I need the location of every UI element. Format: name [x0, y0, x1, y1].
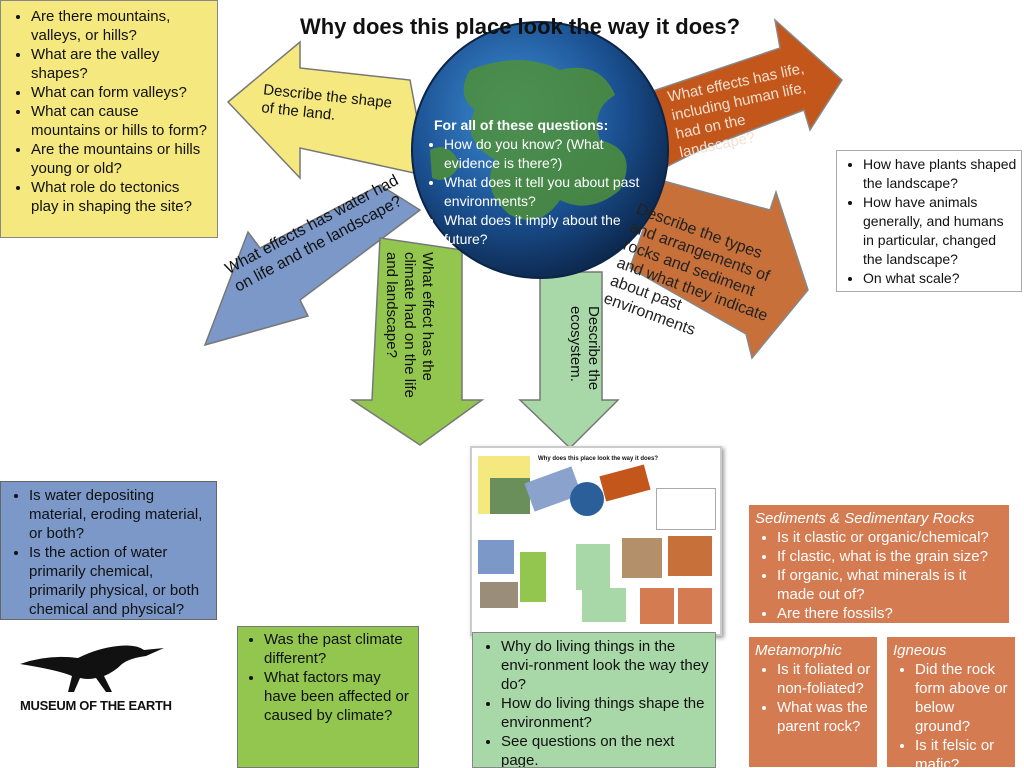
- arrow-label-ecosystem: Describe the ecosystem.: [567, 306, 602, 391]
- list-item: On what scale?: [863, 269, 1017, 288]
- climate-questions-box: Was the past climate different? What fac…: [237, 626, 419, 768]
- list-item: How do living things shape the environme…: [501, 694, 711, 732]
- list-item: If organic, what minerals is it made out…: [777, 566, 1005, 604]
- museum-logo-text: MUSEUM OF THE EARTH: [20, 698, 172, 713]
- arrow-rocks: [629, 179, 809, 360]
- metamorphic-heading: Metamorphic: [755, 642, 842, 659]
- igneous-heading: Igneous: [893, 642, 947, 659]
- living-things-box: Why do living things in the envi-ronment…: [472, 632, 716, 768]
- igneous-question-list: Did the rock form above or below ground?…: [893, 660, 1011, 767]
- sediments-question-list: Is it clastic or organic/chemical? If cl…: [755, 528, 1005, 623]
- dinosaur-icon: [20, 645, 164, 692]
- list-item: What does it tell you about past environ…: [444, 173, 654, 211]
- list-item: See questions on the next page.: [501, 732, 711, 767]
- arrow-ecosystem: [518, 271, 620, 450]
- landforms-questions-box: Are there mountains, valleys, or hills? …: [0, 0, 218, 238]
- list-item: What factors may have been affected or c…: [264, 668, 414, 725]
- list-item: What are the valley shapes?: [31, 45, 211, 83]
- list-item: How have animals generally, and humans i…: [863, 193, 1017, 269]
- metamorphic-question-list: Is it foliated or non-foliated? What was…: [755, 660, 873, 736]
- globe-questions-box: For all of these questions: How do you k…: [424, 116, 654, 248]
- list-item: Is the action of water primarily chemica…: [29, 543, 212, 619]
- list-item: What was the parent rock?: [777, 698, 873, 736]
- arrow-climate: [349, 237, 485, 446]
- plants-question-list: How have plants shaped the landscape? Ho…: [841, 155, 1017, 288]
- list-item: What can cause mountains or hills to for…: [31, 102, 211, 140]
- list-item: How have plants shaped the landscape?: [863, 155, 1017, 193]
- list-item: What can form valleys?: [31, 83, 211, 102]
- list-item: What role do tectonics play in shaping t…: [31, 178, 211, 216]
- globe-heading: For all of these questions:: [434, 117, 609, 133]
- sediments-heading: Sediments & Sedimentary Rocks: [755, 510, 975, 527]
- list-item: Is it foliated or non-foliated?: [777, 660, 873, 698]
- arrow-water: [203, 184, 422, 347]
- water-question-list: Is water depositing material, eroding ma…: [7, 486, 212, 619]
- thumbnail-image: Why does this place look the way it does…: [470, 446, 722, 636]
- list-item: Are there mountains, valleys, or hills?: [31, 7, 211, 45]
- museum-logo: MUSEUM OF THE EARTH: [14, 642, 214, 722]
- list-item: Is it felsic or mafic?: [915, 736, 1011, 767]
- list-item: Is it clastic or organic/chemical?: [777, 528, 1005, 547]
- list-item: If clastic, what is the grain size?: [777, 547, 1005, 566]
- water-questions-box: Is water depositing material, eroding ma…: [0, 481, 217, 620]
- igneous-box: Igneous Did the rock form above or below…: [886, 636, 1016, 768]
- plants-animals-box: How have plants shaped the landscape? Ho…: [836, 150, 1022, 292]
- metamorphic-box: Metamorphic Is it foliated or non-foliat…: [748, 636, 878, 768]
- thumbnail-title: Why does this place look the way it does…: [538, 456, 659, 462]
- list-item: Did the rock form above or below ground?: [915, 660, 1011, 736]
- sediments-box: Sediments & Sedimentary Rocks Is it clas…: [748, 504, 1010, 624]
- living-question-list: Why do living things in the envi-ronment…: [479, 637, 711, 767]
- globe-question-list: How do you know? (What evidence is there…: [424, 135, 654, 248]
- climate-question-list: Was the past climate different? What fac…: [242, 630, 414, 725]
- globe-land-2: [430, 147, 460, 180]
- arrow-label-climate: What effect has the climate had on the l…: [383, 252, 436, 398]
- page-title: Why does this place look the way it does…: [299, 14, 741, 39]
- list-item: Are there fossils?: [777, 604, 1005, 623]
- arrow-life-effects: [649, 17, 843, 172]
- globe-land: [463, 60, 627, 220]
- list-item: Are the mountains or hills young or old?: [31, 140, 211, 178]
- list-item: Was the past climate different?: [264, 630, 414, 668]
- landforms-question-list: Are there mountains, valleys, or hills? …: [9, 7, 211, 216]
- list-item: What does it imply about the future?: [444, 211, 654, 248]
- list-item: Is water depositing material, eroding ma…: [29, 486, 212, 543]
- list-item: Why do living things in the envi-ronment…: [501, 637, 711, 694]
- list-item: How do you know? (What evidence is there…: [444, 135, 654, 173]
